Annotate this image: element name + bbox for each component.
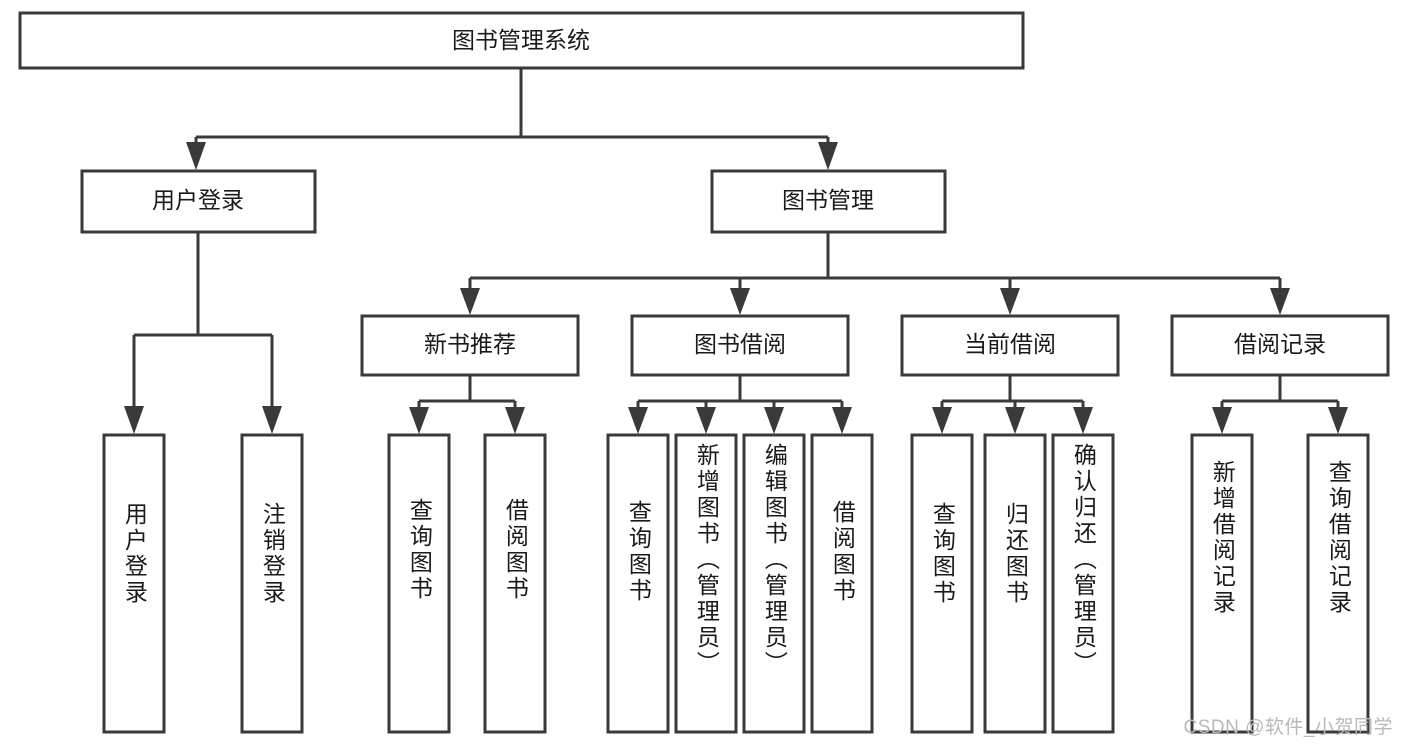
arrow-head-icon bbox=[1270, 288, 1290, 315]
node-new-book-recommend[interactable]: 新书推荐 bbox=[360, 314, 580, 377]
connector-currentborrow-to-leaves bbox=[932, 375, 1093, 434]
leaf-box-add-book[interactable] bbox=[674, 433, 738, 734]
node-borrow-record[interactable]: 借阅记录 bbox=[1170, 314, 1390, 377]
leaf-box-query-book-1[interactable] bbox=[387, 433, 451, 734]
leaf-box-borrow-book-2[interactable] bbox=[810, 433, 874, 734]
node-label: 新书推荐 bbox=[424, 331, 516, 357]
connector-userlogin-to-leaves bbox=[124, 232, 282, 434]
arrow-head-icon bbox=[696, 407, 716, 434]
leaf-boxes bbox=[102, 433, 1370, 734]
arrow-head-icon bbox=[818, 142, 838, 170]
arrow-head-icon bbox=[730, 288, 750, 315]
node-book-borrow[interactable]: 图书借阅 bbox=[630, 314, 850, 377]
connector-bookmanage-to-level3 bbox=[460, 232, 1290, 315]
connector-bookborrow-to-leaves bbox=[628, 375, 852, 434]
node-label: 当前借阅 bbox=[964, 331, 1056, 357]
node-current-borrow[interactable]: 当前借阅 bbox=[900, 314, 1120, 377]
node-box bbox=[710, 169, 947, 234]
node-box bbox=[360, 314, 580, 377]
connector-root-to-level2 bbox=[186, 68, 838, 170]
arrow-head-icon bbox=[186, 142, 206, 170]
leaf-box-borrow-book-1[interactable] bbox=[483, 433, 547, 734]
leaf-box-query-record[interactable] bbox=[1306, 433, 1370, 734]
watermark-text: CSDN @软件_小贺同学 bbox=[1183, 717, 1393, 738]
node-label: 借阅记录 bbox=[1234, 331, 1326, 357]
leaf-box-edit-book[interactable] bbox=[742, 433, 806, 734]
node-user-login[interactable]: 用户登录 bbox=[80, 169, 317, 234]
arrow-head-icon bbox=[1212, 407, 1232, 434]
leaf-box-logout[interactable] bbox=[240, 433, 304, 734]
arrow-head-icon bbox=[262, 406, 282, 434]
arrow-head-icon bbox=[932, 407, 952, 434]
arrow-head-icon bbox=[505, 407, 525, 434]
leaf-box-query-book-3[interactable] bbox=[910, 433, 974, 734]
arrow-head-icon bbox=[628, 407, 648, 434]
leaf-box-return-book[interactable] bbox=[983, 433, 1047, 734]
node-root[interactable]: 图书管理系统 bbox=[18, 11, 1025, 70]
node-label: 图书管理系统 bbox=[452, 27, 590, 53]
leaf-box-query-book-2[interactable] bbox=[606, 433, 670, 734]
arrow-head-icon bbox=[1005, 407, 1025, 434]
leaf-box-user-login[interactable] bbox=[102, 433, 166, 734]
node-box bbox=[18, 11, 1025, 70]
leaf-box-confirm-return[interactable] bbox=[1051, 433, 1115, 734]
node-box bbox=[630, 314, 850, 377]
arrow-head-icon bbox=[460, 288, 480, 315]
node-label: 用户登录 bbox=[152, 187, 244, 213]
arrow-head-icon bbox=[764, 407, 784, 434]
arrow-head-icon bbox=[1328, 407, 1348, 434]
arrow-head-icon bbox=[409, 407, 429, 434]
node-book-manage[interactable]: 图书管理 bbox=[710, 169, 947, 234]
arrow-head-icon bbox=[124, 406, 144, 434]
arrow-head-icon bbox=[1073, 407, 1093, 434]
node-box bbox=[80, 169, 317, 234]
node-box bbox=[1170, 314, 1390, 377]
node-box bbox=[900, 314, 1120, 377]
arrow-head-icon bbox=[832, 407, 852, 434]
connector-newbook-to-leaves bbox=[409, 375, 525, 434]
connector-borrowrecord-to-leaves bbox=[1212, 375, 1348, 434]
arrow-head-icon bbox=[1000, 288, 1020, 315]
node-label: 图书管理 bbox=[782, 187, 874, 213]
leaf-box-add-record[interactable] bbox=[1190, 433, 1254, 734]
node-label: 图书借阅 bbox=[694, 331, 786, 357]
